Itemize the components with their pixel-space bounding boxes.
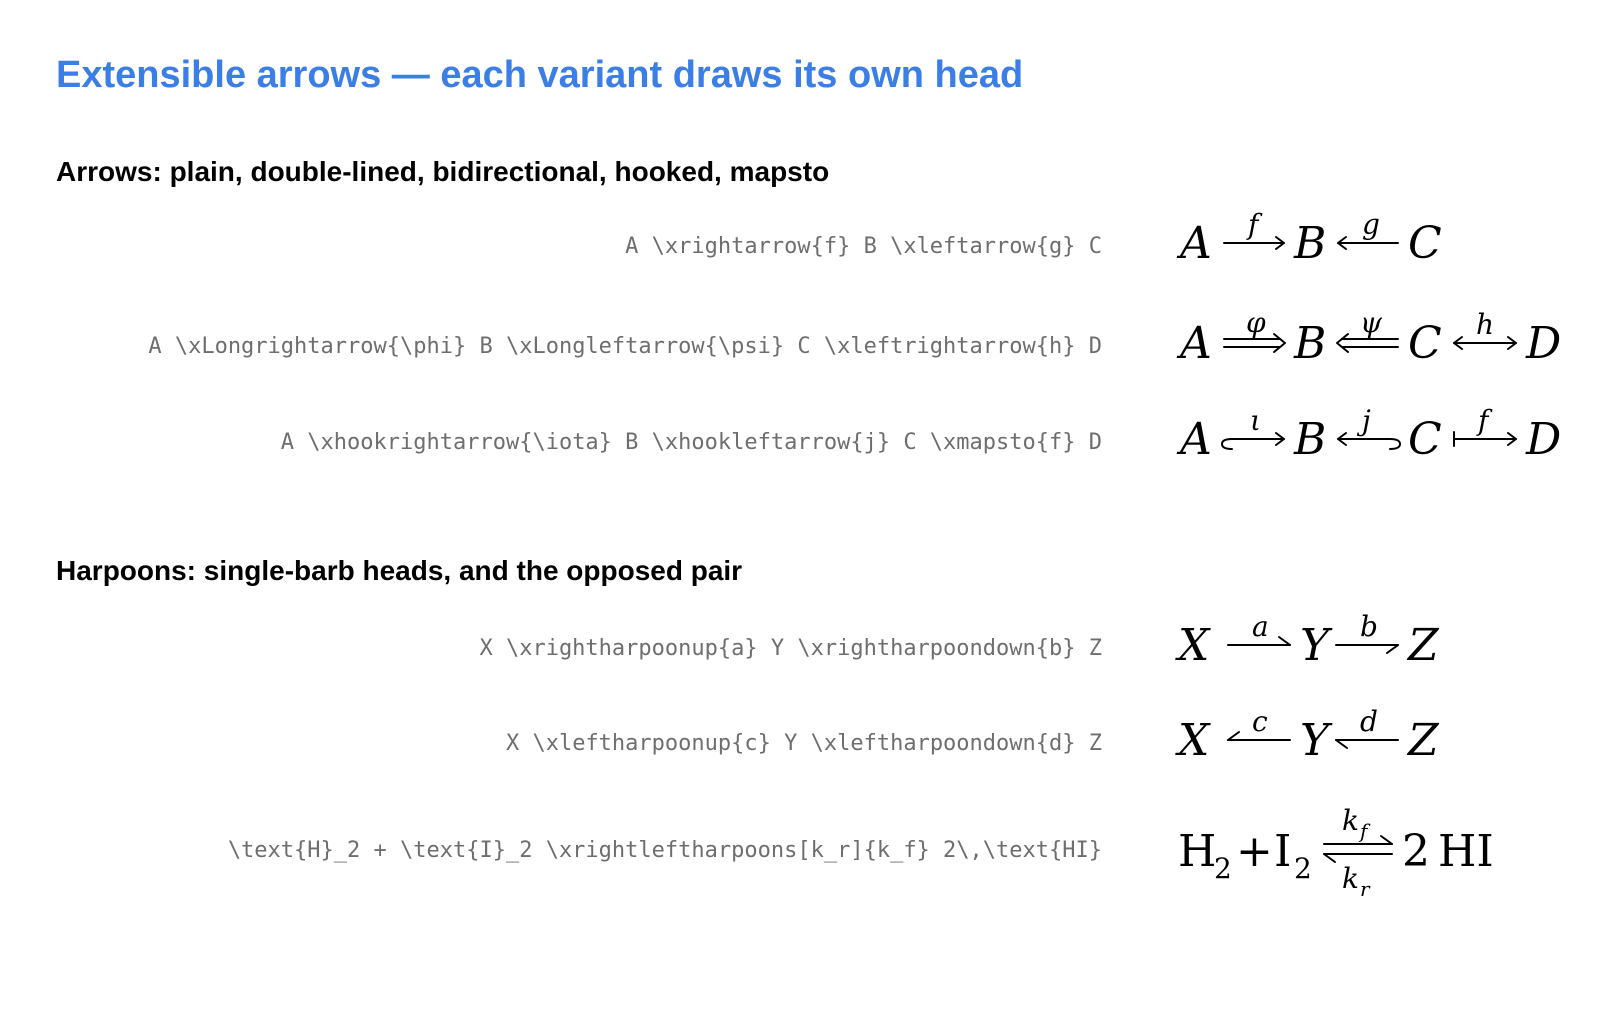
double-right-arrow-icon	[1223, 333, 1286, 353]
arrow-label: c	[1252, 705, 1268, 738]
rendered-math-row-1: A f B g C	[1176, 208, 1442, 269]
latex-source-row-1: A \xrightarrow{f} B \xleftarrow{g} C	[625, 234, 1102, 259]
math-symbol: D	[1525, 318, 1561, 369]
math-subscript: 2	[1214, 852, 1232, 885]
rate-constant-reverse-subscript: r	[1360, 877, 1371, 901]
math-symbol: C	[1408, 218, 1442, 269]
arrow-label: φ	[1246, 306, 1266, 339]
math-symbol: X	[1175, 715, 1211, 766]
math-subscript: 2	[1294, 852, 1312, 885]
math-symbol: A	[1176, 414, 1212, 465]
hook-right-arrow-icon	[1221, 432, 1285, 450]
rate-constant-forward-subscript: f	[1358, 819, 1371, 843]
math-symbol: Z	[1406, 715, 1440, 766]
hook-left-arrow-icon	[1337, 432, 1401, 450]
math-symbol: B	[1293, 414, 1326, 465]
arrow-label: h	[1476, 308, 1494, 341]
latex-source-row-4: X \xrightharpoonup{a} Y \xrightharpoondo…	[479, 636, 1102, 661]
left-right-arrow-icon	[1453, 336, 1517, 350]
math-symbol: C	[1408, 318, 1442, 369]
arrow-label: ψ	[1360, 306, 1383, 339]
math-text: H	[1178, 826, 1216, 877]
latex-source-row-6: \text{H}_2 + \text{I}_2 \xrightleftharpo…	[227, 838, 1102, 863]
arrow-label: d	[1360, 705, 1378, 738]
math-symbol: A	[1176, 318, 1212, 369]
math-text: HI	[1438, 826, 1494, 877]
arrow-label: j	[1356, 404, 1371, 437]
arrow-label: g	[1362, 208, 1380, 241]
rendered-math-row-3: A ι B j C f D	[1176, 404, 1561, 465]
section-heading-harpoons: Harpoons: single-barb heads, and the opp…	[56, 555, 743, 586]
latex-source-row-5: X \xleftharpoonup{c} Y \xleftharpoondown…	[505, 731, 1102, 756]
rate-constant-reverse: k	[1342, 862, 1359, 895]
latex-source-row-2: A \xLongrightarrow{\phi} B \xLongleftarr…	[148, 334, 1102, 359]
math-symbol: Y	[1300, 715, 1333, 766]
left-arrow-icon	[1337, 236, 1399, 250]
math-text: I	[1274, 826, 1291, 877]
math-symbol: A	[1176, 218, 1212, 269]
rendered-math-row-4: X a Y b Z	[1175, 610, 1440, 671]
math-symbol: B	[1293, 318, 1326, 369]
arrow-label: f	[1246, 208, 1263, 241]
left-harpoon-down-icon	[1335, 739, 1399, 749]
rendered-math-row-2: A φ B ψ C h D	[1176, 306, 1561, 369]
rendered-math-row-5: X c Y d Z	[1175, 705, 1440, 766]
math-symbol: Z	[1406, 620, 1440, 671]
maps-to-arrow-icon	[1453, 431, 1517, 447]
right-harpoon-down-icon	[1335, 644, 1399, 654]
rendered-math-row-6: H 2 + I 2 k f k r 2 HI	[1178, 804, 1494, 901]
right-arrow-icon	[1223, 236, 1285, 250]
left-harpoon-up-icon	[1227, 731, 1291, 741]
math-symbol: Y	[1300, 620, 1333, 671]
math-symbol: X	[1175, 620, 1211, 671]
right-harpoon-up-icon	[1227, 636, 1291, 646]
math-symbol: B	[1293, 218, 1326, 269]
arrow-label: ι	[1250, 404, 1261, 437]
page-title: Extensible arrows — each variant draws i…	[56, 54, 1024, 96]
arrow-label: a	[1252, 610, 1269, 643]
section-heading-arrows: Arrows: plain, double-lined, bidirection…	[56, 156, 830, 187]
math-operator: +	[1236, 826, 1273, 877]
rate-constant-forward: k	[1342, 804, 1359, 837]
arrow-label: b	[1360, 610, 1378, 643]
math-symbol: D	[1525, 414, 1561, 465]
math-symbol: C	[1408, 414, 1442, 465]
double-left-arrow-icon	[1336, 333, 1399, 353]
math-coefficient: 2	[1402, 826, 1430, 877]
right-left-harpoons-icon	[1323, 835, 1393, 863]
latex-source-row-3: A \xhookrightarrow{\iota} B \xhookleftar…	[280, 430, 1102, 455]
arrow-label: f	[1476, 404, 1493, 437]
